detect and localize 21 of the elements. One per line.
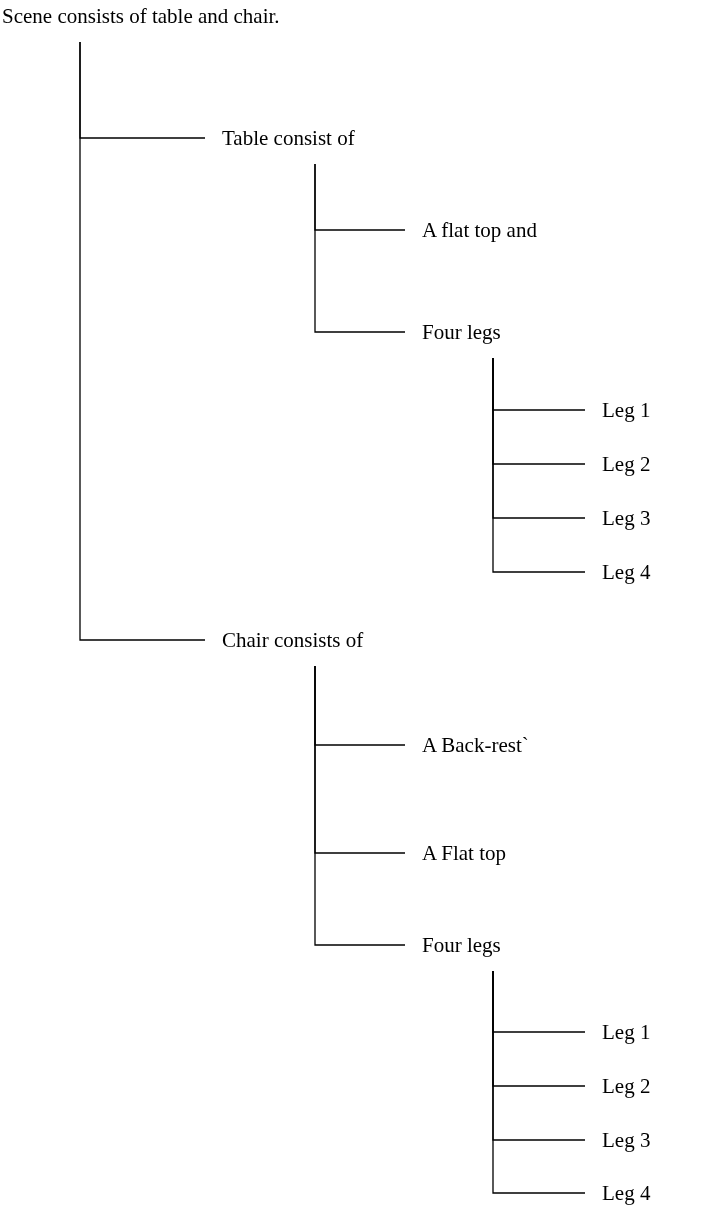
- tree-connector: [79, 41, 206, 641]
- tree-item: A Flat top: [405, 841, 506, 879]
- tree-item: Leg 1: [585, 1020, 651, 1058]
- tree-connector: [314, 163, 406, 333]
- tree-item: Chair consists of: [205, 628, 364, 666]
- tree-item: A flat top and: [405, 218, 537, 256]
- tree-item: Scene consists of table and chair.: [2, 4, 280, 42]
- tree-item: Leg 3: [585, 506, 651, 544]
- tree-connector: [492, 357, 586, 573]
- tree-item: Leg 4: [585, 560, 651, 598]
- tree-connector: [492, 970, 586, 1194]
- tree-item: A Back-rest`: [405, 733, 529, 771]
- tree-item: Leg 4: [585, 1181, 651, 1216]
- tree-item: Leg 2: [585, 452, 651, 490]
- tree-item: Leg 1: [585, 398, 651, 436]
- tree-item: Leg 2: [585, 1074, 651, 1112]
- tree-item: Four legs: [405, 320, 501, 358]
- tree-item: Four legs: [405, 933, 501, 971]
- tree-connector: [314, 665, 406, 946]
- tree-item: Leg 3: [585, 1128, 651, 1166]
- tree-item: Table consist of: [205, 126, 355, 164]
